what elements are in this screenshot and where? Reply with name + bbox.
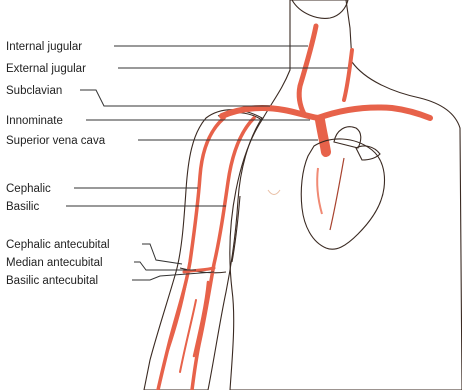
pulmonary-artery [356,146,380,160]
forearm-vein-3 [180,300,196,372]
internal-jugular-vein [299,26,316,114]
torso-skin [230,0,462,390]
chin [292,0,348,18]
leader-subclavian [80,90,270,106]
body-silhouette [144,0,462,390]
label-basilic: Basilic [6,201,39,213]
label-subclavian: Subclavian [6,85,62,97]
heart-groove [330,158,344,230]
label-superior-vena-cava: Superior vena cava [6,135,106,147]
external-jugular-vein [344,50,352,100]
aorta-arch [334,127,361,148]
leader-median-antecubital [134,262,196,270]
heart-highlight [317,168,322,214]
forearm-vein-1 [168,282,186,350]
label-internal-jugular: Internal jugular [6,41,82,53]
label-median-antecubital: Median antecubital [6,257,103,269]
innominate-vein [318,107,430,118]
superior-vena-cava [320,120,326,152]
leader-cephalic-antecubital [142,244,182,264]
label-basilic-antecubital: Basilic antecubital [6,275,98,287]
label-innominate: Innominate [6,115,63,127]
leader-basilic-antecubital [132,272,214,280]
label-cephalic: Cephalic [6,183,51,195]
veins [158,26,430,390]
label-external-jugular: External jugular [6,63,86,75]
heart [301,127,384,249]
labels: Internal jugular External jugular Subcla… [6,41,110,287]
label-cephalic-antecubital: Cephalic antecubital [6,239,110,251]
heart-body [301,139,384,249]
chest-shade [268,190,280,195]
